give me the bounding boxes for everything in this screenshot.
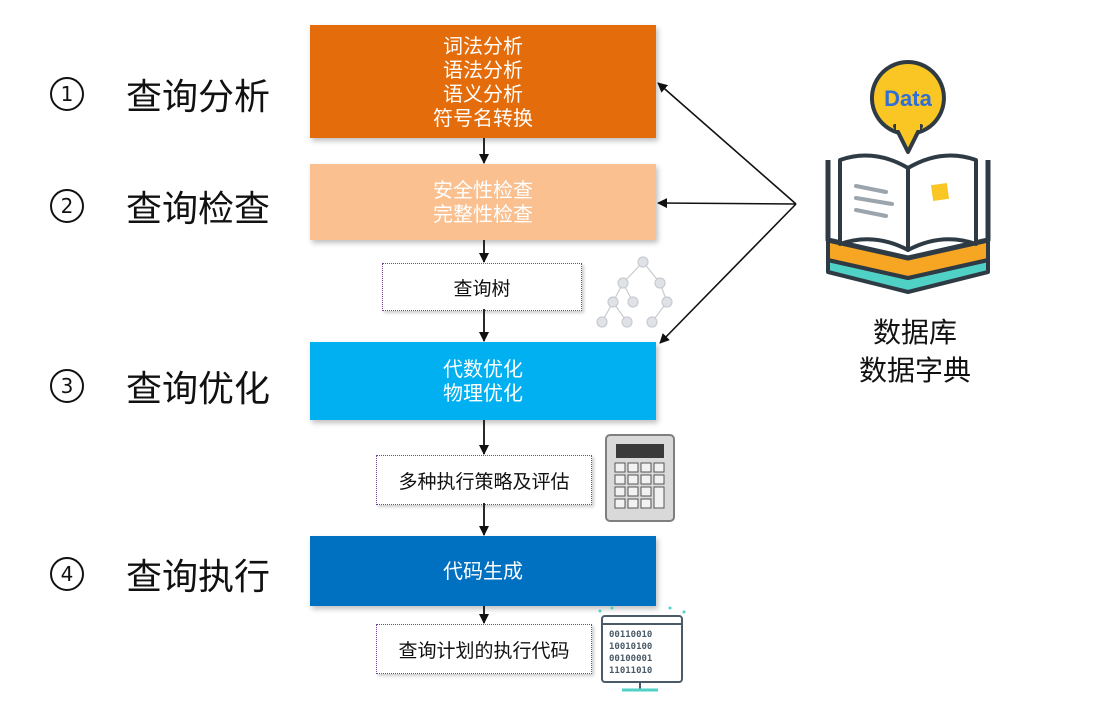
- svg-text:00100001: 00100001: [609, 654, 652, 664]
- analysis-item: 符号名转换: [433, 105, 533, 130]
- analysis-item: 语义分析: [443, 81, 523, 106]
- arrow-dict-to-analysis: [657, 82, 797, 205]
- step-label-1: 1 查询分析: [50, 68, 270, 120]
- step-title: 查询执行: [126, 557, 271, 598]
- strategies-box: 多种执行策略及评估: [376, 455, 592, 505]
- tree-icon: [596, 256, 673, 328]
- strategies-label: 多种执行策略及评估: [398, 470, 570, 493]
- open-book-database-icon: [825, 60, 991, 294]
- check-item: 安全性检查: [433, 178, 533, 202]
- query-tree-box: 查询树: [382, 263, 582, 311]
- step-label-4: 4 查询执行: [50, 548, 270, 600]
- step-number: 3: [50, 369, 84, 403]
- arrow-dict-to-check: [657, 198, 797, 209]
- optimize-item: 物理优化: [443, 381, 523, 405]
- exec-code-label: 查询计划的执行代码: [398, 639, 570, 662]
- exec-code-box: 查询计划的执行代码: [376, 624, 592, 674]
- dictionary-arrows: [657, 82, 797, 344]
- data-dictionary-title: 数据字典: [858, 354, 971, 387]
- svg-text:10010100: 10010100: [609, 642, 652, 652]
- step-title: 查询分析: [126, 77, 271, 118]
- binary-code-icon: 00110010 10010100 00100001 11011010: [598, 606, 686, 692]
- arrow-dict-to-optimize: [659, 203, 797, 344]
- step-number: 4: [50, 557, 84, 591]
- step-label-3: 3 查询优化: [50, 360, 270, 412]
- check-box: 安全性检查 完整性检查: [310, 164, 656, 240]
- step-number: 1: [50, 77, 84, 111]
- execute-item: 代码生成: [443, 559, 523, 583]
- svg-text:11011010: 11011010: [609, 666, 652, 676]
- query-tree-label: 查询树: [453, 277, 511, 300]
- execute-box: 代码生成: [310, 536, 656, 606]
- step-title: 查询检查: [126, 189, 271, 230]
- database-label: 数据库 数据字典: [840, 314, 990, 390]
- calculator-icon: [605, 434, 675, 522]
- analysis-item: 语法分析: [443, 57, 523, 82]
- optimize-item: 代数优化: [443, 357, 523, 381]
- optimize-box: 代数优化 物理优化: [310, 342, 656, 420]
- analysis-item: 词法分析: [443, 33, 523, 58]
- database-title: 数据库: [872, 316, 957, 349]
- analysis-box: 词法分析 语法分析 语义分析 符号名转换: [310, 25, 656, 138]
- svg-text:00110010: 00110010: [609, 630, 652, 640]
- step-label-2: 2 查询检查: [50, 180, 270, 232]
- data-badge-text: Data: [884, 86, 932, 111]
- step-number: 2: [50, 189, 84, 223]
- step-title: 查询优化: [126, 369, 271, 410]
- check-item: 完整性检查: [433, 202, 533, 226]
